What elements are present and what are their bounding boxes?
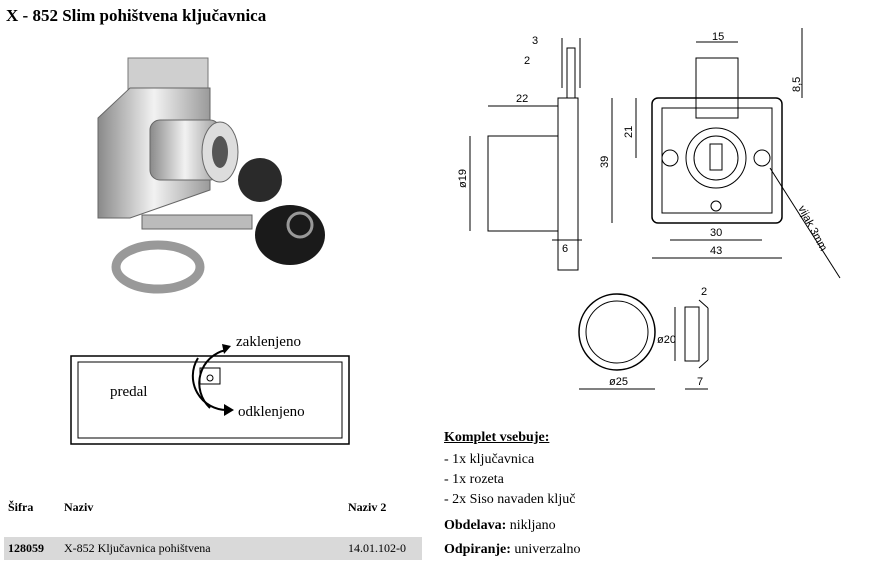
product-table: Šifra Naziv Naziv 2 128059 X-852 Ključav… <box>4 496 422 560</box>
finish-label: Obdelava: <box>444 518 507 533</box>
front-view: 15 8,5 21 39 30 43 vijak 3mm <box>599 28 841 279</box>
technical-drawing: 3 2 22 ø19 6 15 8,5 21 39 30 43 vijak 3m… <box>457 28 841 279</box>
dim-19: ø19 <box>457 169 469 188</box>
dim-22: 22 <box>516 93 528 105</box>
finish-spec: Obdelava: nikljano <box>444 518 556 534</box>
dim-6: 6 <box>562 243 568 255</box>
label-unlocked: odklenjeno <box>238 404 305 420</box>
col-header-code: Šifra <box>8 500 34 514</box>
dim-39: 39 <box>599 156 611 168</box>
cell-name: X-852 Ključavnica pohištvena <box>64 541 211 555</box>
opening-value: univerzalno <box>514 542 581 557</box>
opening-spec: Odpiranje: univerzalno <box>444 542 580 558</box>
dim-15: 15 <box>712 31 724 43</box>
table-row[interactable]: 128059 X-852 Ključavnica pohištvena 14.0… <box>4 537 422 560</box>
label-drawer: predal <box>110 384 147 400</box>
label-locked: zaklenjeno <box>236 334 301 350</box>
opening-label: Odpiranje: <box>444 542 511 557</box>
dim-r7: 7 <box>697 376 703 388</box>
finish-value: nikljano <box>509 518 556 533</box>
dim-r25: ø25 <box>609 376 628 388</box>
cell-code: 128059 <box>8 541 44 555</box>
table-header-row: Šifra Naziv Naziv 2 <box>4 496 422 519</box>
product-photo <box>97 57 325 294</box>
kit-heading: Komplet vsebuje: <box>444 430 550 445</box>
dim-3: 3 <box>532 35 538 47</box>
dim-8-5: 8,5 <box>791 77 803 92</box>
dim-43: 43 <box>710 245 722 257</box>
side-view: 3 2 22 ø19 6 <box>457 35 582 271</box>
dim-r2: 2 <box>701 286 707 298</box>
dim-21: 21 <box>623 126 635 138</box>
dim-30: 30 <box>710 227 722 239</box>
kit-item: - 1x ključavnica <box>444 452 535 467</box>
dim-r20: ø20 <box>657 334 676 346</box>
page-title: X - 852 Slim pohištvena ključavnica <box>6 6 267 25</box>
col-header-name2: Naziv 2 <box>348 500 387 514</box>
kit-item: - 2x Siso navaden ključ <box>444 492 576 507</box>
dim-2: 2 <box>524 55 530 67</box>
kit-item: - 1x rozeta <box>444 472 504 487</box>
cell-name2: 14.01.102-0 <box>348 541 406 555</box>
rosette-drawing: ø25 2 ø20 7 <box>578 286 709 390</box>
lock-state-diagram: zaklenjeno predal odklenjeno <box>70 334 350 445</box>
dim-screw: vijak 3mm <box>795 204 829 253</box>
col-header-name: Naziv <box>64 500 94 514</box>
